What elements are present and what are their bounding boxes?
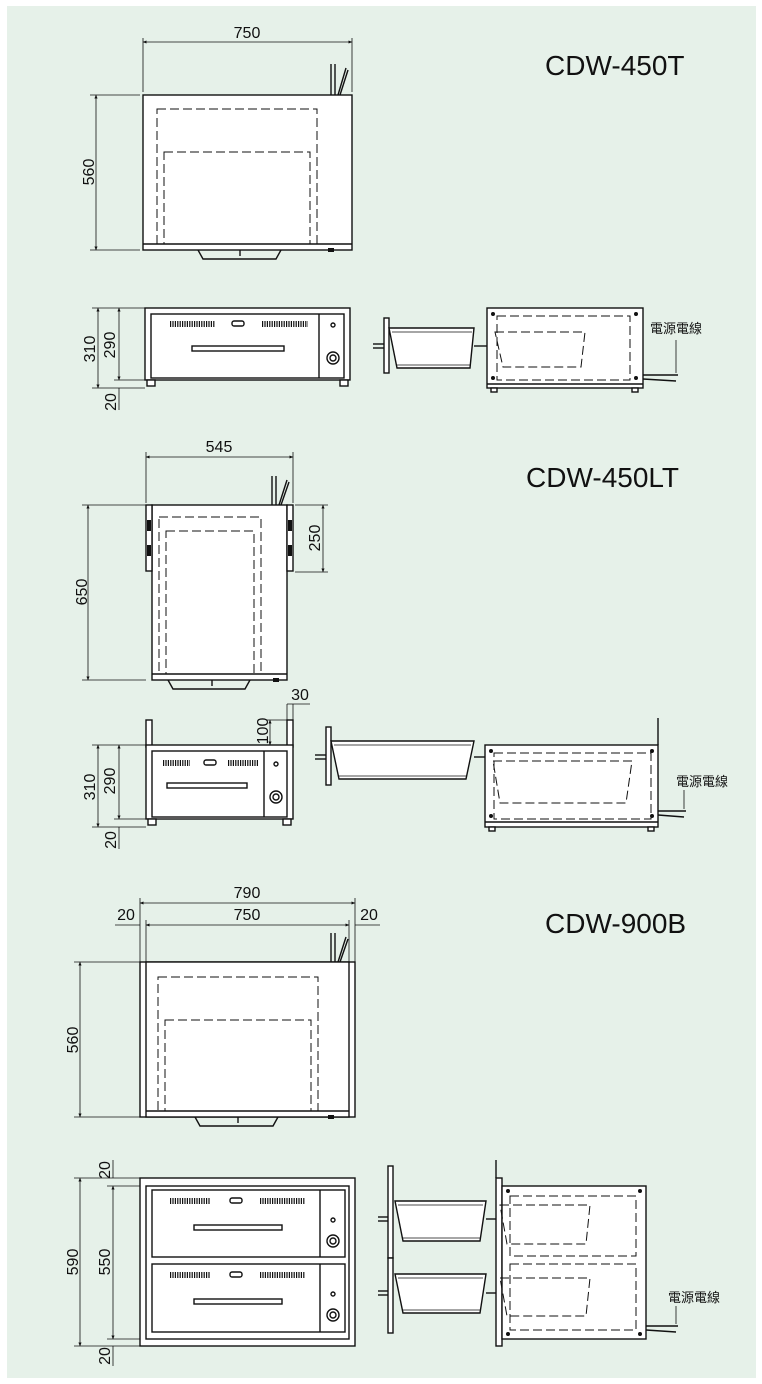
model-title: CDW-450T [545,50,685,81]
unit-top [142,94,353,251]
unit-top [151,504,288,681]
power-cord-label: 電源電線 [676,774,728,790]
dim-width: 750 [234,907,261,924]
dim-bracket: 250 [307,525,324,552]
drawer-pan-upper [394,1200,487,1242]
unit-front [145,744,294,820]
dim-depth: 560 [81,159,98,186]
dim-depth: 650 [74,579,91,606]
dim-height-total: 310 [82,774,99,801]
front-view: 30 100 310 290 20 [82,687,310,849]
panel-background [7,6,756,1378]
top-view: 750 560 [81,25,353,260]
dim-height-total: 310 [82,336,99,363]
unit-side [501,1185,647,1340]
drawer-pan [330,740,475,780]
dim-height-body: 550 [97,1249,114,1276]
unit-side [484,744,659,828]
unit-front [139,1177,356,1347]
dim-width: 750 [234,25,261,42]
front-view: 590 550 20 20 [65,1160,356,1366]
power-cord-label: 電源電線 [668,1290,720,1306]
dim-side-left: 20 [117,907,135,924]
unit-top [145,961,350,1118]
model-title: CDW-450LT [526,462,679,493]
side-view: 電源電線 [373,307,702,393]
top-view: 790 750 20 20 560 [65,885,380,1127]
model-cdw-900b: CDW-900B 790 750 20 20 560 [65,885,720,1366]
top-view: 545 650 250 [74,439,328,690]
model-cdw-450lt: CDW-450LT 545 650 250 [74,439,728,849]
dim-height-total: 590 [65,1249,82,1276]
unit-side [486,307,644,389]
model-cdw-450t: CDW-450T 750 560 [81,25,702,411]
dim-depth: 560 [65,1027,82,1054]
model-title: CDW-900B [545,908,686,939]
dim-leg: 20 [103,393,120,411]
drawer-pan-lower [394,1273,487,1314]
dim-width: 545 [206,439,233,456]
dim-top-margin: 20 [97,1161,114,1179]
side-view: 電源電線 [378,1160,720,1347]
dim-leg: 20 [103,831,120,849]
drawer-pan [388,327,475,369]
dim-bracket-offset: 30 [291,687,309,704]
front-view: 310 290 20 [82,307,351,411]
dim-bracket-height: 100 [255,718,272,745]
dim-height-body: 290 [102,768,119,795]
dim-height-body: 290 [102,332,119,359]
power-cord-label: 電源電線 [650,321,702,337]
side-view: 電源電線 [315,718,728,832]
dim-bottom-margin: 20 [97,1347,114,1365]
dim-overall-width: 790 [234,885,261,902]
unit-front [144,307,351,381]
dim-side-right: 20 [360,907,378,924]
